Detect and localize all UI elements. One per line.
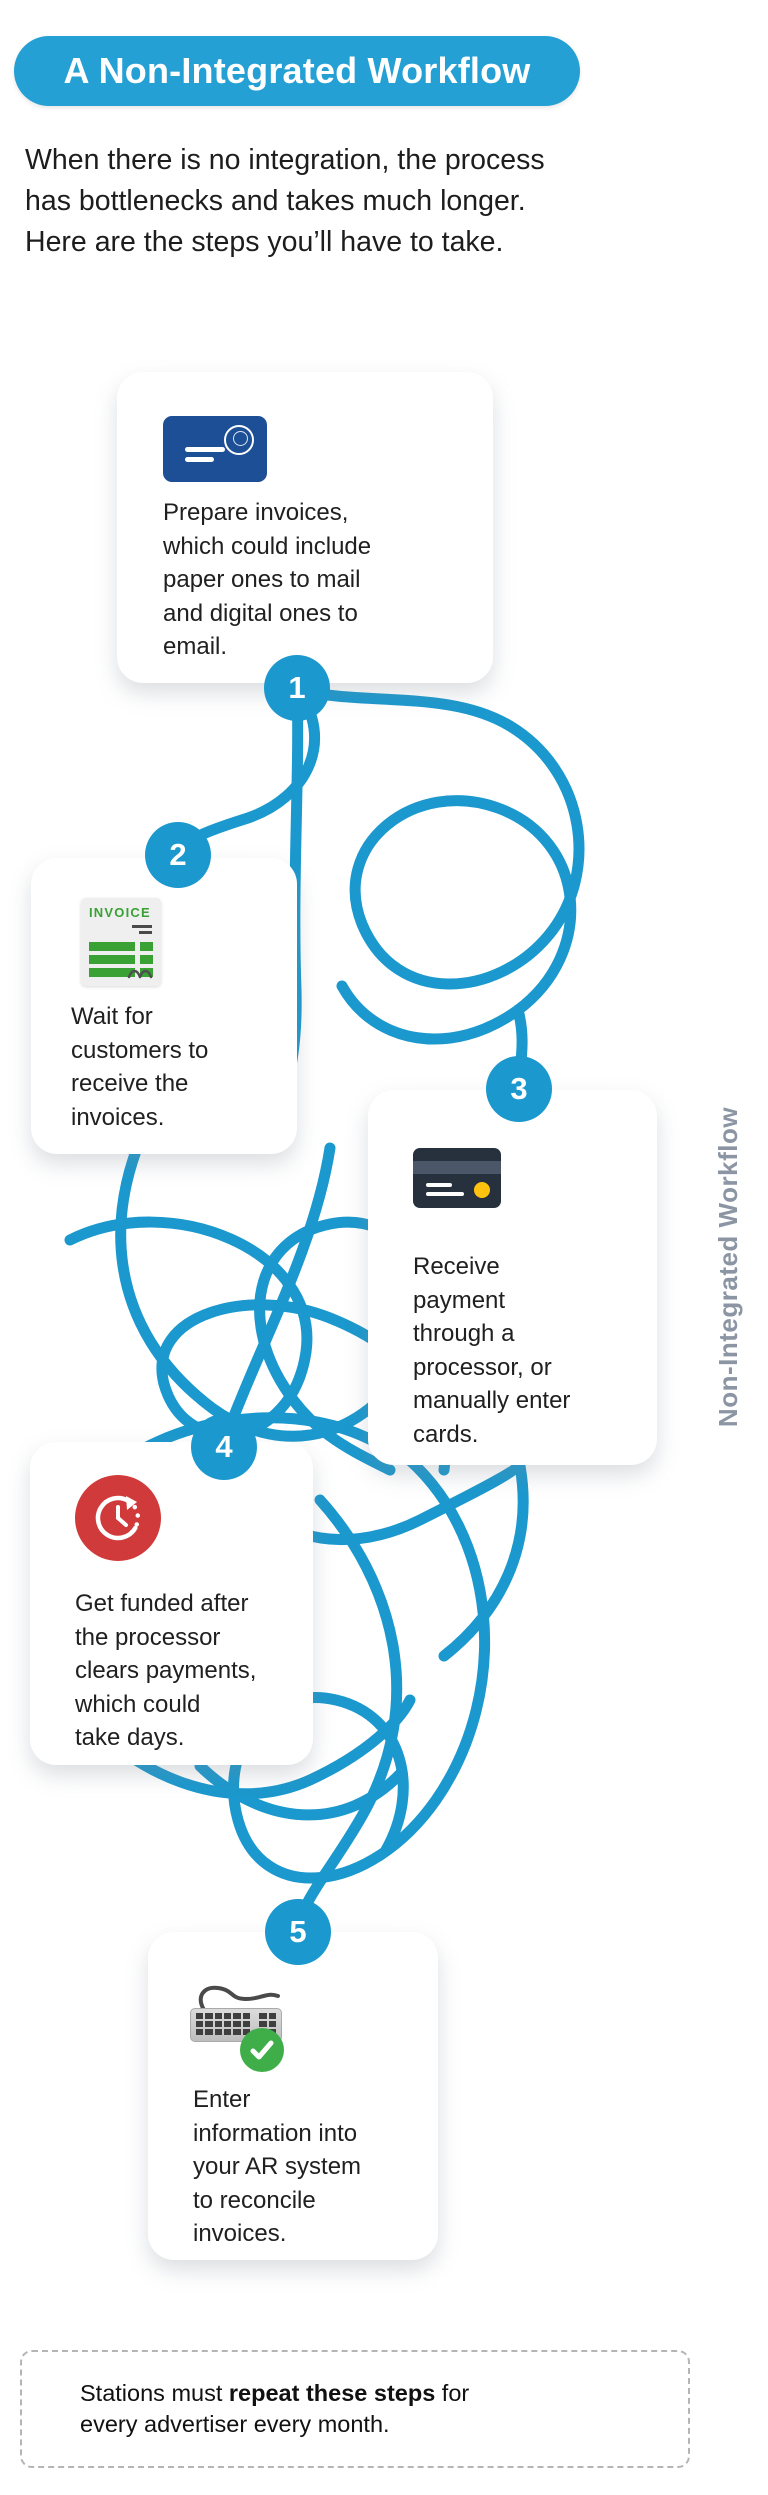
intro-line: Here are the steps you’ll have to take. — [25, 226, 504, 258]
step-text-line: through a — [413, 1320, 515, 1347]
clock-history-icon — [75, 1475, 161, 1561]
step-text-line: clears payments, — [75, 1657, 257, 1684]
credit-card-icon — [413, 1148, 501, 1208]
note-suffix: for every advertiser every month. — [80, 2380, 470, 2437]
step-text-line: manually enter — [413, 1387, 571, 1414]
invoice-detail-line — [139, 931, 152, 934]
keyboard-cable — [198, 1985, 280, 2012]
envelope-icon — [163, 416, 267, 482]
step-card-1: Prepare invoices, which could include pa… — [117, 372, 493, 683]
step-text-line: email. — [163, 633, 228, 660]
credit-card-number-line — [426, 1192, 464, 1196]
step-text-line: processor, or — [413, 1353, 552, 1381]
step-card-2: INVOICE Wait for customers to receive th… — [31, 858, 297, 1154]
step-text-line: Wait for — [71, 1003, 153, 1030]
step-text-line: and digital ones to — [163, 599, 358, 627]
keyboard-check-icon — [190, 1982, 294, 2078]
step-text-line: cards. — [413, 1420, 479, 1448]
envelope-address-line — [185, 457, 214, 462]
step-text-line: payment — [413, 1286, 506, 1314]
note-prefix: Stations must — [80, 2380, 229, 2406]
postmark-stamp-icon — [224, 425, 254, 455]
credit-card-chip-dot — [474, 1182, 490, 1198]
step-text-line: Enter — [193, 2086, 251, 2113]
intro-line: When there is no integration, the proces… — [25, 144, 545, 176]
step-text-line: Prepare invoices, — [163, 499, 349, 526]
step-text-line: take days. — [75, 1724, 185, 1751]
invoice-signature-squiggle — [127, 969, 153, 979]
page-title: A Non-Integrated Workflow — [63, 50, 531, 91]
step-number: 4 — [215, 1429, 233, 1464]
repeat-note-box: Stations must repeat these steps for eve… — [20, 2350, 690, 2468]
step-card-5: Enter information into your AR system to… — [148, 1932, 438, 2260]
step-number-badge-2: 2 — [145, 822, 211, 888]
step-description: Prepare invoices, which could include pa… — [163, 496, 371, 664]
step-text-line: invoices. — [193, 2220, 287, 2247]
step-text-line: customers to — [71, 1036, 209, 1064]
step-text-line: invoices. — [71, 1103, 165, 1131]
step-description: Receive payment through a processor, or … — [413, 1250, 570, 1451]
invoice-detail-line — [132, 925, 152, 928]
note-bold-phrase: repeat these steps — [228, 2380, 436, 2406]
intro-paragraph: When there is no integration, the proces… — [25, 140, 545, 263]
step-text-line: Get funded after — [75, 1590, 249, 1617]
step-number: 1 — [288, 670, 306, 705]
step-card-3: Receive payment through a processor, or … — [368, 1090, 657, 1465]
credit-card-magstripe — [413, 1161, 501, 1174]
step-text-line: information into — [193, 2119, 358, 2147]
checkmark-badge-icon — [240, 2028, 284, 2072]
postmark-stamp-inner — [233, 431, 248, 446]
step-number: 2 — [169, 837, 187, 872]
step-number-badge-4: 4 — [191, 1414, 257, 1480]
step-text-line: the processor — [75, 1623, 221, 1651]
header-pill: A Non-Integrated Workflow — [14, 36, 580, 106]
step-text-line: paper ones to mail — [163, 566, 361, 593]
repeat-note-text: Stations must repeat these steps for eve… — [80, 2378, 525, 2440]
vertical-section-label: Non-Integrated Workflow — [713, 1106, 743, 1428]
step-number: 3 — [510, 1071, 528, 1106]
step-number-badge-5: 5 — [265, 1899, 331, 1965]
credit-card-number-line — [426, 1183, 452, 1187]
step-card-4: Get funded after the processor clears pa… — [30, 1442, 313, 1765]
intro-line: has bottlenecks and takes much longer. — [25, 185, 526, 217]
step-text-line: to reconcile — [193, 2186, 316, 2214]
step-text-line: which could — [75, 1690, 201, 1718]
step-text-line: which could include — [163, 532, 372, 560]
step-description: Get funded after the processor clears pa… — [75, 1587, 256, 1755]
clock-glyph — [95, 1495, 141, 1541]
invoice-label: INVOICE — [89, 905, 151, 920]
step-number-badge-3: 3 — [486, 1056, 552, 1122]
step-description: Enter information into your AR system to… — [193, 2083, 361, 2251]
step-number-badge-1: 1 — [264, 655, 330, 721]
step-description: Wait for customers to receive the invoic… — [71, 1000, 208, 1134]
step-number: 5 — [289, 1914, 307, 1949]
step-text-line: your AR system — [193, 2153, 362, 2180]
step-text-line: Receive — [413, 1253, 500, 1280]
step-text-line: receive the — [71, 1070, 189, 1097]
invoice-document-icon: INVOICE — [81, 898, 161, 986]
envelope-address-line — [185, 447, 225, 452]
